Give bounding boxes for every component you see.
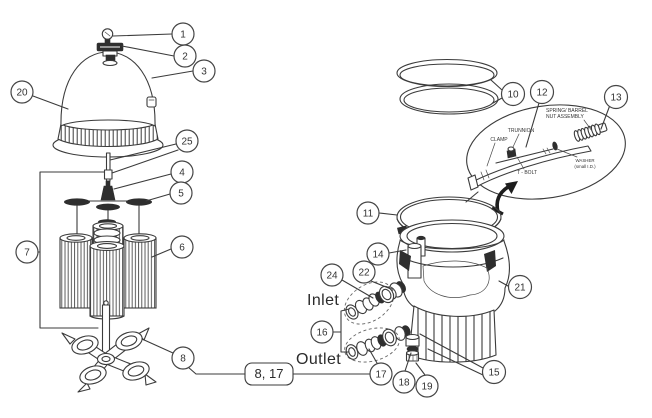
bubble-label-clamp: CLAMP: [490, 137, 508, 143]
t-bolt: [495, 148, 554, 164]
svg-text:16: 16: [316, 328, 328, 339]
bubble-label-tbolt: T - BOLT: [517, 170, 537, 176]
molded-contour: [422, 260, 490, 298]
leader-lines: [32, 33, 611, 376]
svg-text:7: 7: [24, 248, 30, 259]
callout-1: 1: [171, 22, 195, 46]
svg-text:4: 4: [179, 168, 185, 179]
bubble-label-washer-line2: (small I.D.): [574, 164, 596, 169]
bubble-label-spring-line1: SPRING/ BARREL: [546, 108, 588, 114]
callout-5: 5: [169, 181, 193, 205]
callout-21: 21: [507, 274, 533, 300]
callout-3: 3: [192, 59, 216, 83]
callout-18: 18: [392, 370, 416, 394]
bubble-label-trunnion: TRUNNION: [508, 128, 535, 134]
svg-text:13: 13: [610, 93, 622, 104]
svg-text:18: 18: [398, 378, 410, 389]
callout-17: 17: [369, 362, 393, 386]
svg-text:19: 19: [421, 382, 433, 393]
outlet-label: Outlet: [296, 351, 341, 368]
svg-text:15: 15: [488, 368, 500, 379]
cartridge: [59, 233, 93, 309]
callout-14: 14: [366, 242, 390, 266]
clamp-ramp-mark: [484, 250, 496, 272]
svg-text:3: 3: [201, 67, 207, 78]
svg-text:24: 24: [326, 271, 338, 282]
svg-text:20: 20: [16, 88, 28, 99]
svg-text:14: 14: [372, 250, 384, 261]
end-cap-disc: [64, 198, 90, 206]
callout-24: 24: [320, 263, 344, 287]
tank-body: [385, 219, 510, 363]
callout-22: 22: [352, 260, 376, 284]
svg-text:1: 1: [180, 30, 186, 41]
spring-barrel-nut: [573, 122, 608, 142]
manifold-tip: [61, 332, 76, 345]
clamp-ramp-mark: [399, 250, 411, 271]
inlet-fittings: [343, 281, 395, 325]
callout-12: 12: [529, 79, 555, 105]
svg-text:2: 2: [182, 52, 188, 63]
svg-text:12: 12: [536, 88, 548, 99]
ref-box-label: 8, 17: [255, 366, 284, 381]
lid-tab: [146, 96, 157, 108]
svg-text:22: 22: [358, 268, 370, 279]
svg-text:5: 5: [178, 189, 184, 200]
svg-text:6: 6: [179, 243, 185, 254]
washer: [552, 141, 558, 151]
base-ribs: [417, 306, 491, 363]
callout-13: 13: [603, 84, 629, 110]
lid-oring-set: [396, 58, 499, 115]
lid-ribbed-band: [57, 123, 159, 147]
bubble-label-washer-line1: WASHER: [575, 158, 594, 163]
clamp-detail-bubble: SPRING/ BARREL NUT ASSEMBLY TRUNNION CLA…: [466, 104, 626, 200]
filter-lid-assembly: [52, 28, 164, 158]
callout-11: 11: [356, 201, 380, 225]
cartridge: [123, 233, 157, 309]
tank-base: [408, 305, 497, 363]
lid-dome: [60, 51, 156, 127]
svg-text:10: 10: [507, 90, 519, 101]
callout-25: 25: [175, 129, 199, 153]
svg-text:17: 17: [375, 370, 387, 381]
svg-text:21: 21: [514, 283, 526, 294]
clamp-end-tab: [467, 174, 479, 191]
svg-text:11: 11: [363, 209, 374, 220]
callout-15: 15: [481, 359, 507, 385]
pressure-gauge: [96, 28, 124, 67]
callout-20: 20: [10, 80, 34, 104]
manifold-tip: [77, 382, 91, 393]
filter-cartridges: [59, 221, 157, 320]
callout-6: 6: [170, 235, 194, 259]
inlet-label: Inlet: [307, 292, 339, 309]
end-cap-disc: [126, 198, 152, 206]
bubble-label-spring-line2: NUT ASSEMBLY: [546, 114, 585, 120]
callout-8: 8: [171, 346, 195, 370]
svg-text:25: 25: [181, 137, 193, 148]
clamp-band: [471, 145, 592, 188]
manifold-hub: [100, 185, 116, 201]
callout-2: 2: [173, 44, 197, 68]
callout-10: 10: [500, 81, 526, 107]
svg-text:8: 8: [180, 354, 186, 365]
bottom-manifold: [61, 300, 157, 393]
end-cap-disc: [96, 203, 120, 211]
callout-16: 16: [310, 320, 334, 344]
callout-7: 7: [15, 240, 39, 264]
ref-box-8-17: 8, 17: [244, 362, 294, 386]
callout-4: 4: [170, 160, 194, 184]
outlet-fittings: [344, 327, 400, 363]
outlet-port: [394, 325, 411, 341]
drain-assembly: [405, 333, 420, 362]
callout-19: 19: [415, 374, 439, 398]
tank-rim: [399, 219, 505, 253]
manifold-tip: [144, 373, 157, 386]
